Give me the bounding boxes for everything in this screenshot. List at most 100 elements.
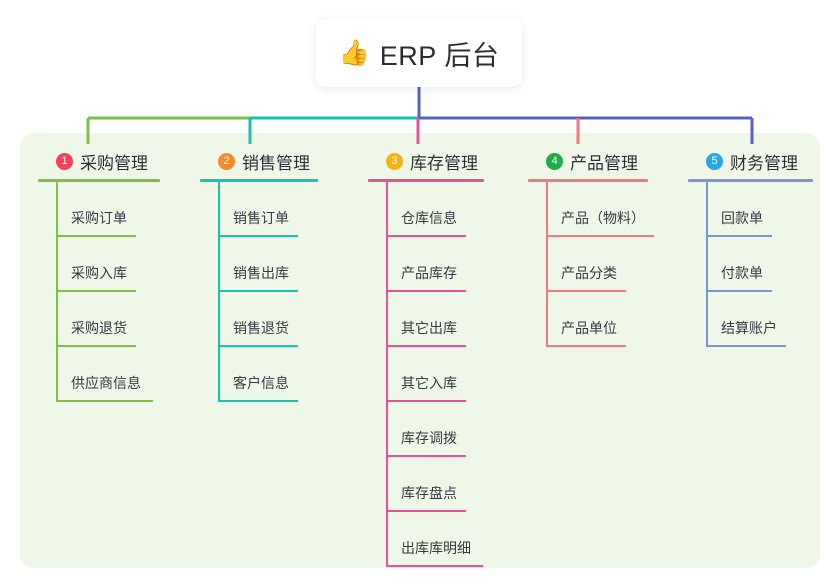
- branch-item-rule: [218, 290, 298, 292]
- branch-items-5: 回款单付款单结算账户: [688, 182, 813, 347]
- branch-item[interactable]: 供应商信息: [38, 347, 160, 402]
- branch-item[interactable]: 产品分类: [528, 237, 648, 292]
- branch-item[interactable]: 仓库信息: [368, 182, 484, 237]
- branch-badge-5: 5: [706, 152, 723, 170]
- branch-item[interactable]: 出库库明细: [368, 512, 484, 567]
- branch-badge-2: 2: [218, 152, 235, 170]
- branch-item-label: 出库库明细: [401, 540, 471, 556]
- branch-item[interactable]: 产品库存: [368, 237, 484, 292]
- branch-badge-4: 4: [546, 152, 563, 170]
- branch-item-label: 供应商信息: [71, 375, 141, 391]
- branch-item[interactable]: 销售订单: [200, 182, 318, 237]
- branch-header-rule-1: [38, 179, 160, 182]
- branch-item-rule: [386, 565, 483, 567]
- branch-item-rule: [706, 290, 772, 292]
- branch-header-5[interactable]: 5 财务管理: [688, 148, 813, 174]
- branch-header-2[interactable]: 2 销售管理: [200, 148, 318, 174]
- branch-item-label: 结算账户: [721, 320, 777, 336]
- branch-item-label: 采购退货: [71, 320, 127, 336]
- branch-item[interactable]: 销售退货: [200, 292, 318, 347]
- branch-header-rule-5: [688, 179, 813, 182]
- branch-item-label: 采购订单: [71, 210, 127, 226]
- branch-item-rule: [56, 235, 136, 237]
- branch-item[interactable]: 回款单: [688, 182, 813, 237]
- branch-item-rule: [218, 235, 298, 237]
- branch-item-label: 销售出库: [233, 265, 289, 281]
- branch-item-label: 销售退货: [233, 320, 289, 336]
- branch-item[interactable]: 产品（物料）: [528, 182, 654, 237]
- branch-badge-3: 3: [386, 152, 403, 170]
- branch-item-label: 付款单: [721, 265, 763, 281]
- branch-header-rule-2: [200, 179, 318, 182]
- root-node-title: ERP 后台: [379, 40, 500, 71]
- branch-spine-5: [706, 182, 708, 347]
- branch-item[interactable]: 结算账户: [688, 292, 813, 347]
- branch-item-label: 产品（物料）: [561, 210, 645, 226]
- branch-items-3: 仓库信息产品库存其它出库其它入库库存调拨库存盘点出库库明细: [368, 182, 484, 567]
- branch-item[interactable]: 采购入库: [38, 237, 160, 292]
- branches-panel: [20, 133, 820, 568]
- branch-item[interactable]: 其它出库: [368, 292, 484, 347]
- branch-item[interactable]: 产品单位: [528, 292, 648, 347]
- branch-header-rule-3: [368, 179, 484, 182]
- branch-badge-1: 1: [56, 152, 73, 170]
- branch-item[interactable]: 库存调拨: [368, 402, 484, 457]
- branch-spine-2: [218, 182, 220, 402]
- branch-item-rule: [56, 345, 136, 347]
- branch-item-label: 产品单位: [561, 320, 617, 336]
- branch-item[interactable]: 销售出库: [200, 237, 318, 292]
- branch-item-label: 客户信息: [233, 375, 289, 391]
- branch-title-5: 财务管理: [730, 153, 798, 173]
- branch-item-label: 其它出库: [401, 320, 457, 336]
- branch-item-label: 其它入库: [401, 375, 457, 391]
- branch-item-label: 库存盘点: [401, 485, 457, 501]
- branch-item-rule: [386, 510, 466, 512]
- branch-item-rule: [218, 345, 298, 347]
- branch-item-label: 库存调拨: [401, 430, 457, 446]
- branch-title-2: 销售管理: [242, 153, 310, 173]
- branch-item-rule: [386, 235, 466, 237]
- root-node-card[interactable]: 👍 ERP 后台: [316, 19, 522, 87]
- branch-header-1[interactable]: 1 采购管理: [38, 148, 160, 174]
- branch-item-label: 采购入库: [71, 265, 127, 281]
- branch-item-label: 仓库信息: [401, 210, 457, 226]
- branch-items-1: 采购订单采购入库采购退货供应商信息: [38, 182, 160, 402]
- branch-item[interactable]: 采购退货: [38, 292, 160, 347]
- branch-item-rule: [546, 235, 654, 237]
- branch-item-rule: [386, 290, 466, 292]
- branch-column-2: 2 销售管理销售订单销售出库销售退货客户信息: [200, 148, 318, 402]
- branch-item-label: 回款单: [721, 210, 763, 226]
- branch-item[interactable]: 库存盘点: [368, 457, 484, 512]
- branch-item-label: 产品分类: [561, 265, 617, 281]
- branch-item-rule: [386, 345, 466, 347]
- branch-items-2: 销售订单销售出库销售退货客户信息: [200, 182, 318, 402]
- branch-title-1: 采购管理: [80, 153, 148, 173]
- branch-header-3[interactable]: 3 库存管理: [368, 148, 484, 174]
- branch-column-4: 4 产品管理产品（物料） 产品分类产品单位: [528, 148, 654, 347]
- branch-item-rule: [218, 400, 298, 402]
- thumbs-up-icon: 👍: [338, 38, 370, 67]
- branch-column-3: 3 库存管理仓库信息产品库存其它出库其它入库库存调拨库存盘点出库库明细: [368, 148, 484, 567]
- branch-item-rule: [56, 290, 136, 292]
- branch-title-4: 产品管理: [570, 153, 638, 173]
- branch-item-rule: [386, 400, 466, 402]
- branch-item-rule: [56, 400, 153, 402]
- branch-item[interactable]: 付款单: [688, 237, 813, 292]
- branch-item[interactable]: 其它入库: [368, 347, 484, 402]
- branch-item[interactable]: 客户信息: [200, 347, 318, 402]
- branch-header-4[interactable]: 4 产品管理: [528, 148, 648, 174]
- branch-item-rule: [706, 235, 772, 237]
- branch-item-rule: [546, 345, 626, 347]
- branch-item-rule: [546, 290, 626, 292]
- branch-spine-1: [56, 182, 58, 402]
- branch-header-rule-4: [528, 179, 648, 182]
- branch-column-5: 5 财务管理回款单付款单结算账户: [688, 148, 813, 347]
- branch-item-rule: [706, 345, 786, 347]
- branch-item-rule: [386, 455, 466, 457]
- branch-item-label: 产品库存: [401, 265, 457, 281]
- branch-item[interactable]: 采购订单: [38, 182, 160, 237]
- branch-item-label: 销售订单: [233, 210, 289, 226]
- branch-title-3: 库存管理: [410, 153, 478, 173]
- branch-spine-3: [386, 182, 388, 567]
